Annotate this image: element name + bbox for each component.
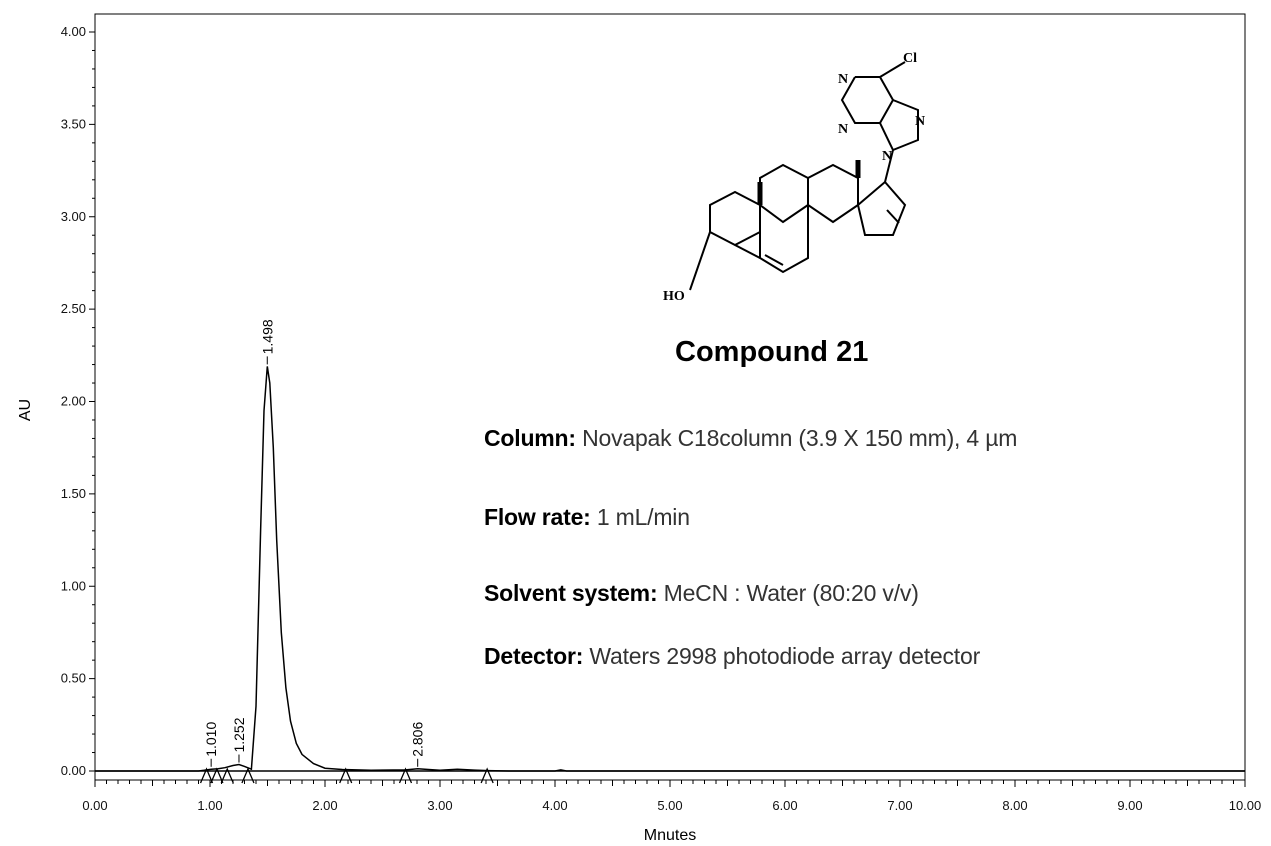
y-tick-label: 0.00 <box>61 763 86 778</box>
compound-name: Compound 21 <box>675 336 869 368</box>
column-annotation: Column: Novapak C18column (3.9 X 150 mm)… <box>484 425 1017 452</box>
y-tick-label: 3.00 <box>61 209 86 224</box>
solvent-label: Solvent system: <box>484 580 658 606</box>
x-tick-label: 0.00 <box>82 798 107 813</box>
baseline-marker <box>220 767 234 784</box>
y-tick-label: 3.50 <box>61 116 86 131</box>
detector-value: Waters 2998 photodiode array detector <box>589 643 981 669</box>
column-label: Column: <box>484 425 576 451</box>
detector-annotation: Detector: Waters 2998 photodiode array d… <box>484 643 980 670</box>
x-tick-label: 2.00 <box>312 798 337 813</box>
atom-n4: N <box>882 149 892 164</box>
atom-ho: HO <box>663 289 685 304</box>
tick-labels: 0.00 0.50 1.00 1.50 2.00 2.50 3.00 3.50 4.00 0.00… <box>61 24 1262 813</box>
y-tick-label: 1.50 <box>61 486 86 501</box>
flow-rate-annotation: Flow rate: 1 mL/min <box>484 504 690 531</box>
y-tick-label: 1.00 <box>61 578 86 593</box>
peak-label: 2.806 <box>410 722 426 757</box>
x-tick-label: 7.00 <box>887 798 912 813</box>
detector-label: Detector: <box>484 643 584 669</box>
baseline-marker <box>199 767 214 784</box>
atom-n1: N <box>838 72 848 87</box>
baseline-marker <box>210 767 224 784</box>
peak-label: 1.010 <box>203 722 219 757</box>
baseline-marker <box>339 767 353 784</box>
x-tick-label: 9.00 <box>1117 798 1142 813</box>
column-value: Novapak C18column (3.9 X 150 mm), 4 µm <box>582 425 1018 451</box>
y-tick-label: 2.00 <box>61 394 86 409</box>
chromatogram-trace <box>95 366 1245 772</box>
x-tick-label: 6.00 <box>772 798 797 813</box>
x-tick-label: 10.00 <box>1229 798 1262 813</box>
axes <box>89 31 1246 787</box>
x-axis-title: Mnutes <box>644 827 696 844</box>
baseline-marker <box>398 767 413 784</box>
peak-label: 1.498 <box>259 319 275 354</box>
baseline-markers <box>199 767 494 784</box>
flow-rate-value: 1 mL/min <box>596 504 690 530</box>
peak-label: 1.252 <box>231 717 247 752</box>
atom-n3: N <box>915 114 925 129</box>
atom-n2: N <box>838 122 848 137</box>
x-tick-label: 5.00 <box>657 798 682 813</box>
y-tick-label: 2.50 <box>61 301 86 316</box>
solvent-value: MeCN : Water (80:20 v/v) <box>663 580 919 606</box>
x-tick-label: 1.00 <box>197 798 222 813</box>
baseline-marker <box>241 767 255 784</box>
x-tick-label: 4.00 <box>542 798 567 813</box>
compound-structure <box>689 61 919 291</box>
y-tick-label: 0.50 <box>61 671 86 686</box>
peak-labels: 1.010 1.252 1.498 2.806 <box>203 319 426 767</box>
x-tick-label: 8.00 <box>1002 798 1027 813</box>
y-tick-label: 4.00 <box>61 24 86 39</box>
baseline-marker <box>480 767 494 784</box>
y-axis-title: AU <box>17 399 34 421</box>
x-tick-label: 3.00 <box>427 798 452 813</box>
atom-cl: Cl <box>903 51 917 66</box>
solvent-annotation: Solvent system: MeCN : Water (80:20 v/v) <box>484 580 919 607</box>
flow-rate-label: Flow rate: <box>484 504 591 530</box>
